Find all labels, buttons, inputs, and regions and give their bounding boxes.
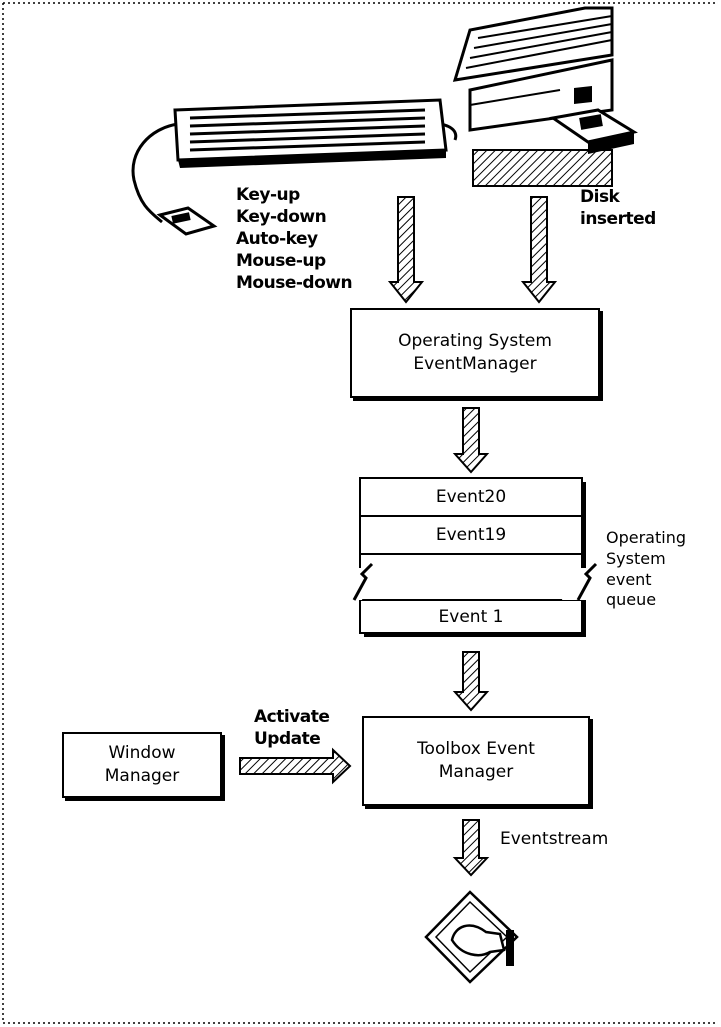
disk-inserted-label: Disk inserted bbox=[580, 186, 656, 230]
window-manager-line-2: Manager bbox=[104, 766, 180, 786]
event-key-up: Key-up bbox=[236, 185, 300, 205]
disk-drive-icon bbox=[452, 6, 638, 187]
arrow-keyboard-to-os bbox=[387, 196, 425, 304]
queue-row-event20: Event20 bbox=[435, 487, 507, 507]
arrow-window-to-toolbox bbox=[239, 747, 352, 785]
keyboard-icon bbox=[131, 98, 458, 236]
window-events-label: Activate Update bbox=[254, 706, 330, 750]
queue-label-line-2: System bbox=[606, 548, 666, 568]
event-key-down: Key-down bbox=[236, 207, 327, 228]
disk-line-2: inserted bbox=[580, 209, 656, 230]
arrow-os-to-queue bbox=[452, 407, 490, 474]
window-manager-box: Window Manager bbox=[62, 732, 222, 798]
queue-row-event19: Event19 bbox=[435, 525, 507, 545]
queue-label-line-1: Operating bbox=[606, 528, 686, 547]
event-mouse-down: Mouse-down bbox=[236, 273, 353, 294]
queue-label-line-4: queue bbox=[606, 590, 657, 610]
arrow-eventstream bbox=[452, 819, 490, 877]
disk-line-1: Disk bbox=[580, 187, 620, 207]
toolbox-line-1: Toolbox Event bbox=[417, 739, 535, 760]
queue-label-line-3: event bbox=[606, 569, 652, 589]
toolbox-line-2: Manager bbox=[438, 762, 514, 782]
arrow-disk-to-os bbox=[520, 196, 558, 304]
event-update: Update bbox=[254, 729, 321, 750]
os-event-manager-line-2: EventManager bbox=[413, 354, 537, 374]
event-mouse-up: Mouse-up bbox=[236, 251, 326, 272]
keyboard-events-label: Key-up Key-down Auto-key Mouse-up Mouse-… bbox=[236, 184, 353, 294]
application-hand-icon bbox=[424, 890, 519, 984]
os-event-manager-line-1: Operating System bbox=[398, 331, 552, 352]
arrow-queue-to-toolbox bbox=[452, 651, 490, 712]
event-auto-key: Auto-key bbox=[236, 229, 318, 250]
toolbox-event-manager-box: Toolbox Event Manager bbox=[362, 716, 590, 806]
event-queue-label: Operating System event queue bbox=[606, 528, 686, 611]
eventstream-label: Eventstream bbox=[500, 829, 609, 849]
window-manager-line-1: Window bbox=[108, 743, 176, 764]
queue-row-event1: Event 1 bbox=[438, 607, 504, 627]
os-event-manager-box: Operating System EventManager bbox=[350, 308, 600, 398]
event-activate: Activate bbox=[254, 707, 330, 727]
event-queue bbox=[340, 477, 598, 637]
